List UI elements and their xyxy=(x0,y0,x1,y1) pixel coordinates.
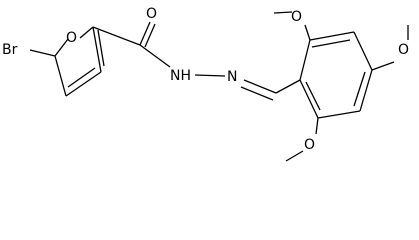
bond-carbonyl-nh xyxy=(139,44,171,68)
bond-o-methyl-top xyxy=(273,11,293,14)
bond-n-ch xyxy=(243,79,277,94)
bond-ar5-ar6 xyxy=(317,110,361,119)
bond-n-ch-double xyxy=(240,86,274,101)
methoxy-groups xyxy=(273,11,409,162)
bond-c3-c4-inner xyxy=(67,67,96,88)
bond-ar1-ar2 xyxy=(299,39,311,81)
bond-nh-n xyxy=(194,74,226,77)
bond-carbonyl-o-double xyxy=(144,23,156,48)
bond-ar2-ar3 xyxy=(309,31,355,41)
bond-ar4-ar5 xyxy=(359,69,373,112)
bond-ar6-ar1-inner xyxy=(305,81,321,111)
amide-group xyxy=(92,21,171,68)
bond-ar2-ar3-inner xyxy=(311,39,351,48)
bond-ar2-o xyxy=(304,24,311,41)
bond-ch-aryl xyxy=(275,79,301,94)
bond-ar4-o xyxy=(371,61,395,71)
hydrazone-n-label: N xyxy=(227,69,237,85)
methoxy-oxygen-top-label: O xyxy=(291,9,302,25)
bond-c4-c5 xyxy=(54,55,67,97)
bond-o-c5 xyxy=(54,38,69,57)
methoxy-oxygen-right-label: O xyxy=(398,42,409,58)
bond-ar6-o xyxy=(315,117,319,135)
hydrazone-group xyxy=(194,74,301,101)
furan-oxygen-label: O xyxy=(66,30,77,46)
bond-c2-carbonyl xyxy=(92,26,141,46)
canvas-background xyxy=(0,0,419,181)
furan-ring xyxy=(54,26,105,97)
bond-c5-br xyxy=(29,49,56,57)
chemical-structure: Br O O NH N O O O xyxy=(0,0,419,181)
benzene-ring xyxy=(299,31,373,119)
bond-o-methyl-bottom xyxy=(285,150,304,162)
carbonyl-oxygen-label: O xyxy=(146,6,157,22)
bond-ar6-ar1 xyxy=(299,79,319,119)
bond-carbonyl-o xyxy=(139,21,151,46)
bond-ar4-ar5-inner xyxy=(353,71,366,107)
bond-ar3-ar4 xyxy=(353,31,373,71)
hydrazide-nh-label: NH xyxy=(170,68,191,84)
bromine-label: Br xyxy=(2,42,18,58)
bond-o-c2 xyxy=(79,26,94,39)
bond-c2-c3-double xyxy=(97,29,105,67)
bond-c3-c4 xyxy=(65,71,102,97)
bond-c2-c3 xyxy=(92,26,102,73)
methoxy-oxygen-bottom-label: O xyxy=(304,137,315,153)
